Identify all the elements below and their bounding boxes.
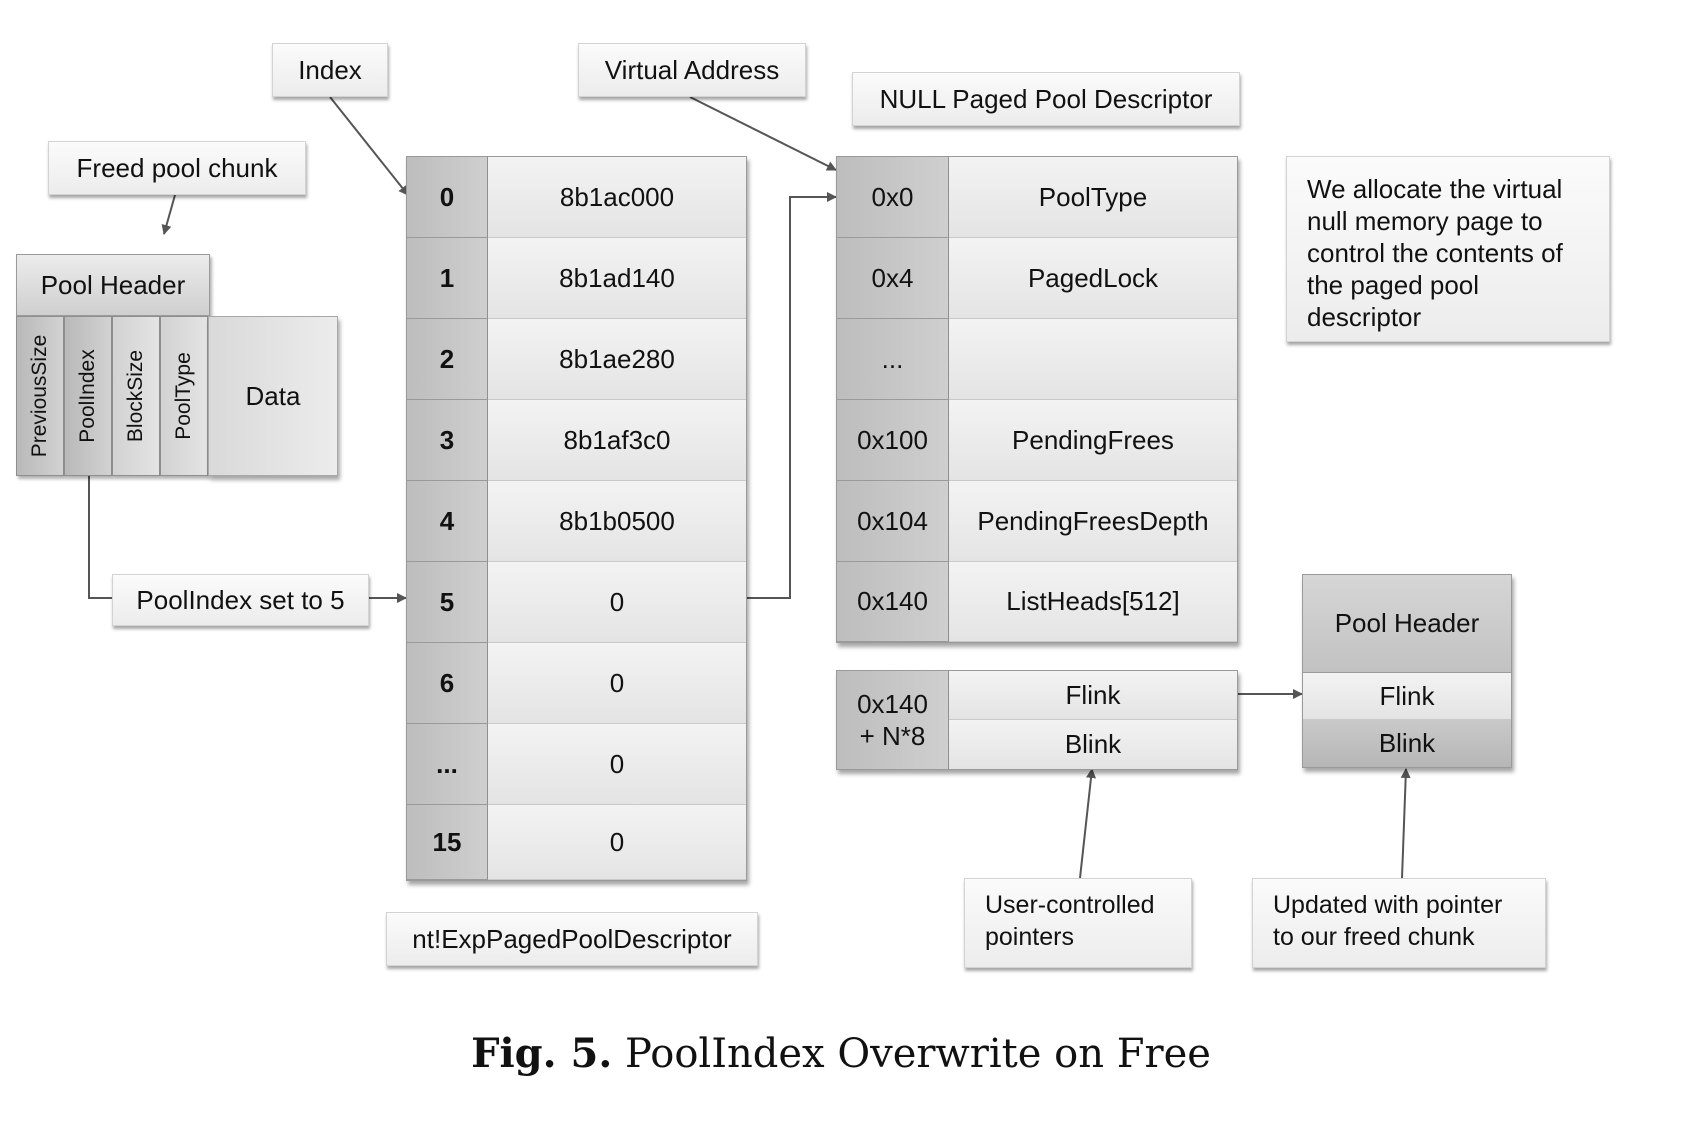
exp-value-cell: 0 bbox=[488, 724, 746, 805]
null-offset-cell: 0x4 bbox=[837, 238, 949, 319]
exp-table-row: 15 0 bbox=[407, 805, 746, 880]
null-table-row: 0x140 ListHeads[512] bbox=[837, 562, 1237, 642]
exp-value-cell: 0 bbox=[488, 643, 746, 724]
null-field-cell: PoolType bbox=[949, 157, 1237, 238]
null-field-cell: PendingFreesDepth bbox=[949, 481, 1237, 562]
exp-value-cell: 8b1ad140 bbox=[488, 238, 746, 319]
index-label: Index bbox=[272, 43, 388, 97]
updated-pointer-label: Updated with pointer to our freed chunk bbox=[1252, 878, 1546, 968]
exp-paged-pool-descriptor-label: nt!ExpPagedPoolDescriptor bbox=[386, 912, 758, 966]
figure-caption: Fig. 5. PoolIndex Overwrite on Free bbox=[0, 1030, 1682, 1077]
exp-paged-pool-table: 0 8b1ac000 1 8b1ad140 2 8b1ae280 3 8b1af… bbox=[406, 156, 747, 881]
freed-chunk-arrow bbox=[161, 194, 176, 235]
null-descriptor-table: 0x0 PoolType 0x4 PagedLock ... 0x100 Pen… bbox=[836, 156, 1238, 643]
list-entry-pointers: Flink Blink bbox=[949, 671, 1237, 769]
freed-chunk-data: Data bbox=[208, 316, 338, 476]
exp-index-cell: 1 bbox=[407, 238, 488, 319]
exp-table-row: 2 8b1ae280 bbox=[407, 319, 746, 400]
target-pool-header-table: Pool Header Flink Blink bbox=[1302, 574, 1512, 768]
list-entry-offset-line1: 0x140 bbox=[857, 689, 928, 719]
field-previoussize-label: PreviousSize bbox=[28, 334, 51, 458]
exp-table-row: ... 0 bbox=[407, 724, 746, 805]
null-offset-cell: ... bbox=[837, 319, 949, 400]
exp-index-cell: 0 bbox=[407, 157, 488, 238]
null-field-cell: PagedLock bbox=[949, 238, 1237, 319]
exp-value-cell: 8b1af3c0 bbox=[488, 400, 746, 481]
field-blocksize-label: BlockSize bbox=[124, 349, 147, 443]
null-table-row: 0x4 PagedLock bbox=[837, 238, 1237, 319]
exp-index-cell: 3 bbox=[407, 400, 488, 481]
figure-caption-text: PoolIndex Overwrite on Free bbox=[624, 1031, 1211, 1077]
field-poolindex-label: PoolIndex bbox=[76, 349, 99, 443]
field-poolindex: PoolIndex bbox=[64, 316, 112, 476]
exp-index-cell: 15 bbox=[407, 805, 488, 880]
exp-table-row: 1 8b1ad140 bbox=[407, 238, 746, 319]
null-table-row: 0x100 PendingFrees bbox=[837, 400, 1237, 481]
exp-index-cell: 2 bbox=[407, 319, 488, 400]
target-blink: Blink bbox=[1303, 720, 1511, 767]
list-entry-flink: Flink bbox=[949, 671, 1237, 720]
exp-table-row: 3 8b1af3c0 bbox=[407, 400, 746, 481]
poolindex-set-label: PoolIndex set to 5 bbox=[112, 574, 369, 626]
poolindex-connector bbox=[88, 476, 112, 599]
freed-pool-chunk-label: Freed pool chunk bbox=[48, 141, 306, 195]
null-field-cell: PendingFrees bbox=[949, 400, 1237, 481]
exp-value-cell: 8b1ae280 bbox=[488, 319, 746, 400]
list-entry-offset-cell: 0x140 + N*8 bbox=[837, 671, 949, 769]
exp-value-cell: 0 bbox=[488, 805, 746, 880]
list-entry-row: 0x140 + N*8 Flink Blink bbox=[837, 671, 1237, 769]
field-blocksize: BlockSize bbox=[112, 316, 160, 476]
field-pooltype: PoolType bbox=[160, 316, 208, 476]
exp-table-row: 5 0 bbox=[407, 562, 746, 643]
exp-value-cell: 8b1b0500 bbox=[488, 481, 746, 562]
exp-table-row: 0 8b1ac000 bbox=[407, 157, 746, 238]
null-offset-cell: 0x140 bbox=[837, 562, 949, 642]
null-field-cell: ListHeads[512] bbox=[949, 562, 1237, 642]
list-entry-table: 0x140 + N*8 Flink Blink bbox=[836, 670, 1238, 770]
exp-index-cell: 6 bbox=[407, 643, 488, 724]
exp-table-row: 6 0 bbox=[407, 643, 746, 724]
list-entry-blink: Blink bbox=[949, 720, 1237, 769]
virtual-address-label: Virtual Address bbox=[578, 43, 806, 97]
target-flink: Flink bbox=[1303, 673, 1511, 720]
target-pool-header: Pool Header bbox=[1303, 575, 1511, 673]
null-offset-cell: 0x104 bbox=[837, 481, 949, 562]
exp-table-row: 4 8b1b0500 bbox=[407, 481, 746, 562]
user-controlled-arrow bbox=[1079, 768, 1096, 879]
virtual-address-arrow bbox=[689, 96, 837, 171]
exp-value-cell: 8b1ac000 bbox=[488, 157, 746, 238]
null-offset-cell: 0x0 bbox=[837, 157, 949, 238]
index-arrow bbox=[329, 96, 409, 196]
user-controlled-label: User-controlled pointers bbox=[964, 878, 1192, 968]
exp-index-cell: ... bbox=[407, 724, 488, 805]
null-table-row: ... bbox=[837, 319, 1237, 400]
null-descriptor-label: NULL Paged Pool Descriptor bbox=[852, 72, 1240, 126]
exp-index-cell: 4 bbox=[407, 481, 488, 562]
exp-value-cell: 0 bbox=[488, 562, 746, 643]
null-table-row: 0x104 PendingFreesDepth bbox=[837, 481, 1237, 562]
list-entry-offset-line2: + N*8 bbox=[859, 721, 926, 751]
updated-pointer-arrow bbox=[1400, 768, 1411, 879]
figure-caption-prefix: Fig. 5. bbox=[471, 1030, 613, 1077]
null-page-note: We allocate the virtual null memory page… bbox=[1286, 156, 1610, 342]
index5-to-descriptor-arrow bbox=[747, 192, 837, 599]
null-offset-cell: 0x100 bbox=[837, 400, 949, 481]
field-pooltype-label: PoolType bbox=[172, 352, 195, 440]
field-previoussize: PreviousSize bbox=[16, 316, 64, 476]
freed-chunk-pool-header: Pool Header bbox=[16, 254, 210, 316]
exp-index-cell: 5 bbox=[407, 562, 488, 643]
null-field-cell bbox=[949, 319, 1237, 400]
null-table-row: 0x0 PoolType bbox=[837, 157, 1237, 238]
